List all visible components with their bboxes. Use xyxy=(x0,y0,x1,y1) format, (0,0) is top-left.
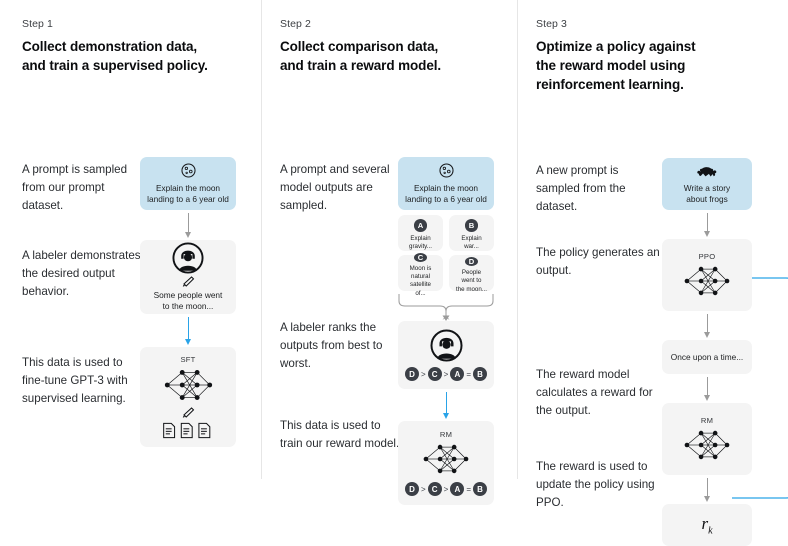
rank-op-2: > xyxy=(443,484,449,494)
neural-network-icon xyxy=(681,427,733,463)
step-2-label: Step 2 xyxy=(280,18,311,30)
step-1-arrow-1 xyxy=(185,213,191,239)
step-3-arrow-1 xyxy=(704,213,710,238)
completion-text-b: Explain war... xyxy=(461,234,482,250)
step-1-labeler-box[interactable]: Some people went to the moon... xyxy=(140,240,236,315)
rank-letter-1: D xyxy=(404,367,419,382)
step-1-arrow-2 xyxy=(185,317,191,346)
step-2-rm-ranking-row: D > C > A = B xyxy=(404,482,487,497)
completion-box-d[interactable]: D People went to the moon... xyxy=(449,255,494,293)
frog-icon xyxy=(696,164,718,179)
step-3-caption-3: The reward model calculates a reward for… xyxy=(536,368,653,418)
step-1-caption-1: A prompt is sampled from our prompt data… xyxy=(22,163,128,213)
completion-text-c: Moon is natural satellite of... xyxy=(409,264,432,297)
merge-brace-icon xyxy=(395,293,497,322)
step-3-caption-2: The policy generates an output. xyxy=(536,246,660,278)
step-3-prompt-box[interactable]: Write a story about frogs xyxy=(662,158,752,211)
step-2-caption-2: A labeler ranks the outputs from best to… xyxy=(280,321,383,371)
step-3-rm-box[interactable]: RM xyxy=(662,403,752,476)
neural-network-icon xyxy=(161,366,216,404)
step-2-labeler-rank-box[interactable]: D > C > A = B xyxy=(398,321,494,390)
reward-value: rk xyxy=(701,514,712,536)
completion-text-d: People went to the moon... xyxy=(456,268,487,293)
step-3-column: Step 3 Optimize a policy against the rew… xyxy=(517,0,788,546)
moon-icon xyxy=(438,162,455,179)
step-3-arrow-4 xyxy=(704,478,710,503)
moon-icon xyxy=(180,162,197,179)
rank-letter-4: B xyxy=(473,367,487,382)
rank-op-3: = xyxy=(466,369,471,379)
step-2-prompt-text: Explain the moon landing to a 6 year old xyxy=(405,183,487,205)
step-1-caption-2: A labeler demonstrates the desired outpu… xyxy=(22,249,141,299)
step-2-caption-1: A prompt and several model outputs are s… xyxy=(280,163,390,213)
step-1-caption-3: This data is used to fine-tune GPT-3 wit… xyxy=(22,356,128,406)
step-3-label: Step 3 xyxy=(536,18,567,30)
rank-letter-2: C xyxy=(427,367,442,382)
step-1-sft-tag: SFT xyxy=(180,355,196,365)
step-1-column: Step 1 Collect demonstration data, and t… xyxy=(0,0,261,479)
completion-box-a[interactable]: A Explain gravity... xyxy=(398,215,443,252)
step-3-prompt-text: Write a story about frogs xyxy=(683,182,731,204)
neural-network-icon xyxy=(420,441,472,477)
labeler-avatar-icon xyxy=(429,329,463,362)
option-letter-a: A xyxy=(414,219,427,232)
step-3-ppo-tag: PPO xyxy=(698,251,716,261)
documents-icon xyxy=(162,422,214,439)
pencil-icon xyxy=(181,276,195,287)
rank-letter-4: B xyxy=(473,482,487,497)
step-1-title: Collect demonstration data, and train a … xyxy=(22,39,208,74)
step-2-arrow-2 xyxy=(443,392,449,420)
step-3-arrow-2 xyxy=(704,314,710,339)
rank-op-3: = xyxy=(466,484,471,494)
pencil-icon xyxy=(181,407,195,419)
option-letter-d: D xyxy=(465,256,478,266)
rank-op-2: > xyxy=(443,369,449,379)
completion-text-a: Explain gravity... xyxy=(409,234,432,250)
rank-letter-3: A xyxy=(450,482,465,497)
completion-box-b[interactable]: B Explain war... xyxy=(449,215,494,252)
option-letter-b: B xyxy=(465,219,478,232)
rank-letter-1: D xyxy=(404,482,419,497)
rank-op-1: > xyxy=(420,369,426,379)
step-2-rm-tag: RM xyxy=(439,430,453,440)
completion-box-c[interactable]: C Moon is natural satellite of... xyxy=(398,252,443,297)
step-3-output-box[interactable]: Once upon a time... xyxy=(662,340,752,375)
step-2-title: Collect comparison data, and train a rew… xyxy=(280,39,442,74)
step-3-caption-4: The reward is used to update the policy … xyxy=(536,460,655,510)
step-1-labeler-text: Some people went to the moon... xyxy=(153,290,223,312)
step-3-arrow-3 xyxy=(704,377,710,402)
step-3-caption-1: A new prompt is sampled from the dataset… xyxy=(536,164,626,214)
rank-letter-3: A xyxy=(450,367,465,382)
step-2-column: Step 2 Collect comparison data, and trai… xyxy=(261,0,517,506)
step-3-ppo-box[interactable]: PPO xyxy=(662,239,752,312)
step-1-label: Step 1 xyxy=(22,18,53,30)
step-1-prompt-text: Explain the moon landing to a 6 year old xyxy=(147,183,229,205)
step-1-sft-box[interactable]: SFT xyxy=(140,347,236,448)
step-3-rm-tag: RM xyxy=(700,415,714,425)
step-3-title: Optimize a policy against the reward mod… xyxy=(536,39,696,93)
step-3-reward-box[interactable]: rk xyxy=(662,504,752,546)
option-letter-c: C xyxy=(414,252,427,262)
rank-op-1: > xyxy=(420,484,426,494)
step-2-rm-box[interactable]: RM xyxy=(398,421,494,506)
step-3-output-text: Once upon a time... xyxy=(670,351,744,362)
step-2-caption-3: This data is used to train our reward mo… xyxy=(280,419,400,451)
labeler-avatar-icon xyxy=(172,242,204,274)
rank-letter-2: C xyxy=(427,482,442,497)
step-2-ranking-row: D > C > A = B xyxy=(404,367,487,382)
step-2-prompt-box[interactable]: Explain the moon landing to a 6 year old xyxy=(398,157,494,211)
step-1-prompt-box[interactable]: Explain the moon landing to a 6 year old xyxy=(140,157,236,211)
reward-subscript: k xyxy=(708,525,713,537)
neural-network-icon xyxy=(681,263,733,299)
reward-symbol: r xyxy=(701,514,709,534)
